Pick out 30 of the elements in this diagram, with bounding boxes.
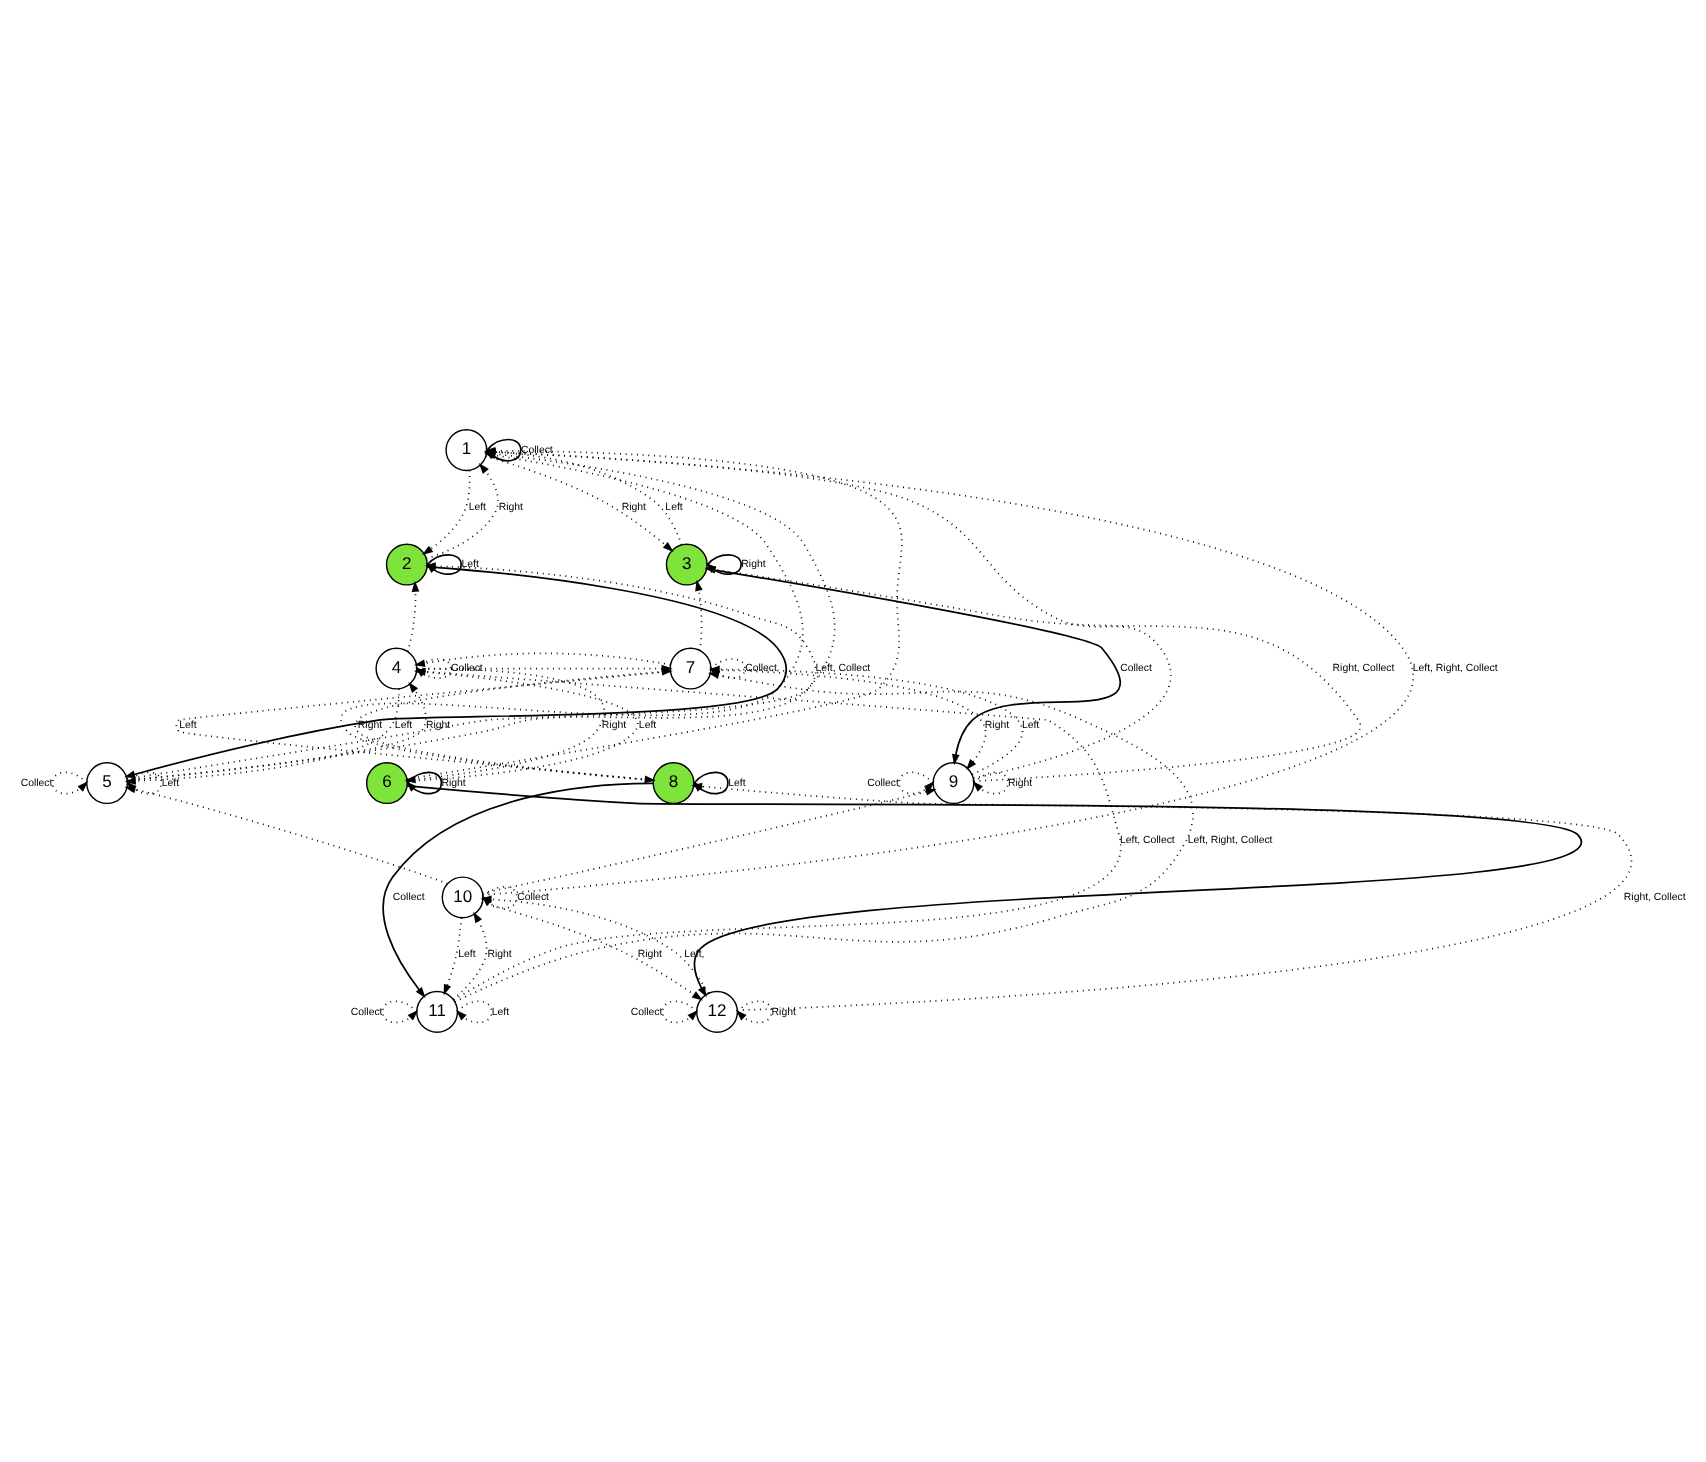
arrow bbox=[456, 1000, 493, 1024]
node-circle: 2 bbox=[385, 543, 428, 586]
arrow bbox=[972, 771, 1009, 795]
arrow bbox=[736, 1000, 773, 1024]
arrow bbox=[452, 911, 488, 1001]
arrow bbox=[710, 669, 987, 770]
node-circle: 11 bbox=[416, 990, 459, 1033]
arrow bbox=[695, 579, 703, 652]
arrow bbox=[704, 565, 1362, 782]
node-circle: 7 bbox=[669, 647, 712, 690]
node-circle: 10 bbox=[441, 876, 484, 919]
arrow bbox=[425, 462, 499, 560]
node-circle: 3 bbox=[665, 543, 708, 586]
arrow bbox=[454, 671, 1194, 1003]
arrow bbox=[422, 469, 471, 556]
arrow bbox=[124, 688, 400, 785]
arrow bbox=[381, 1000, 419, 1024]
arrow bbox=[406, 785, 1579, 998]
node-circle: 8 bbox=[652, 761, 695, 805]
node-circle: 5 bbox=[86, 761, 129, 805]
node-circle: 6 bbox=[365, 761, 409, 805]
arrow bbox=[661, 1000, 699, 1024]
arrow bbox=[481, 788, 937, 894]
arrow bbox=[124, 785, 449, 885]
node-circle: 4 bbox=[375, 647, 418, 690]
arrow bbox=[51, 771, 89, 795]
arrow bbox=[406, 580, 420, 653]
arrow bbox=[443, 917, 463, 996]
arrow bbox=[414, 652, 672, 668]
node-circle: 12 bbox=[696, 990, 739, 1033]
